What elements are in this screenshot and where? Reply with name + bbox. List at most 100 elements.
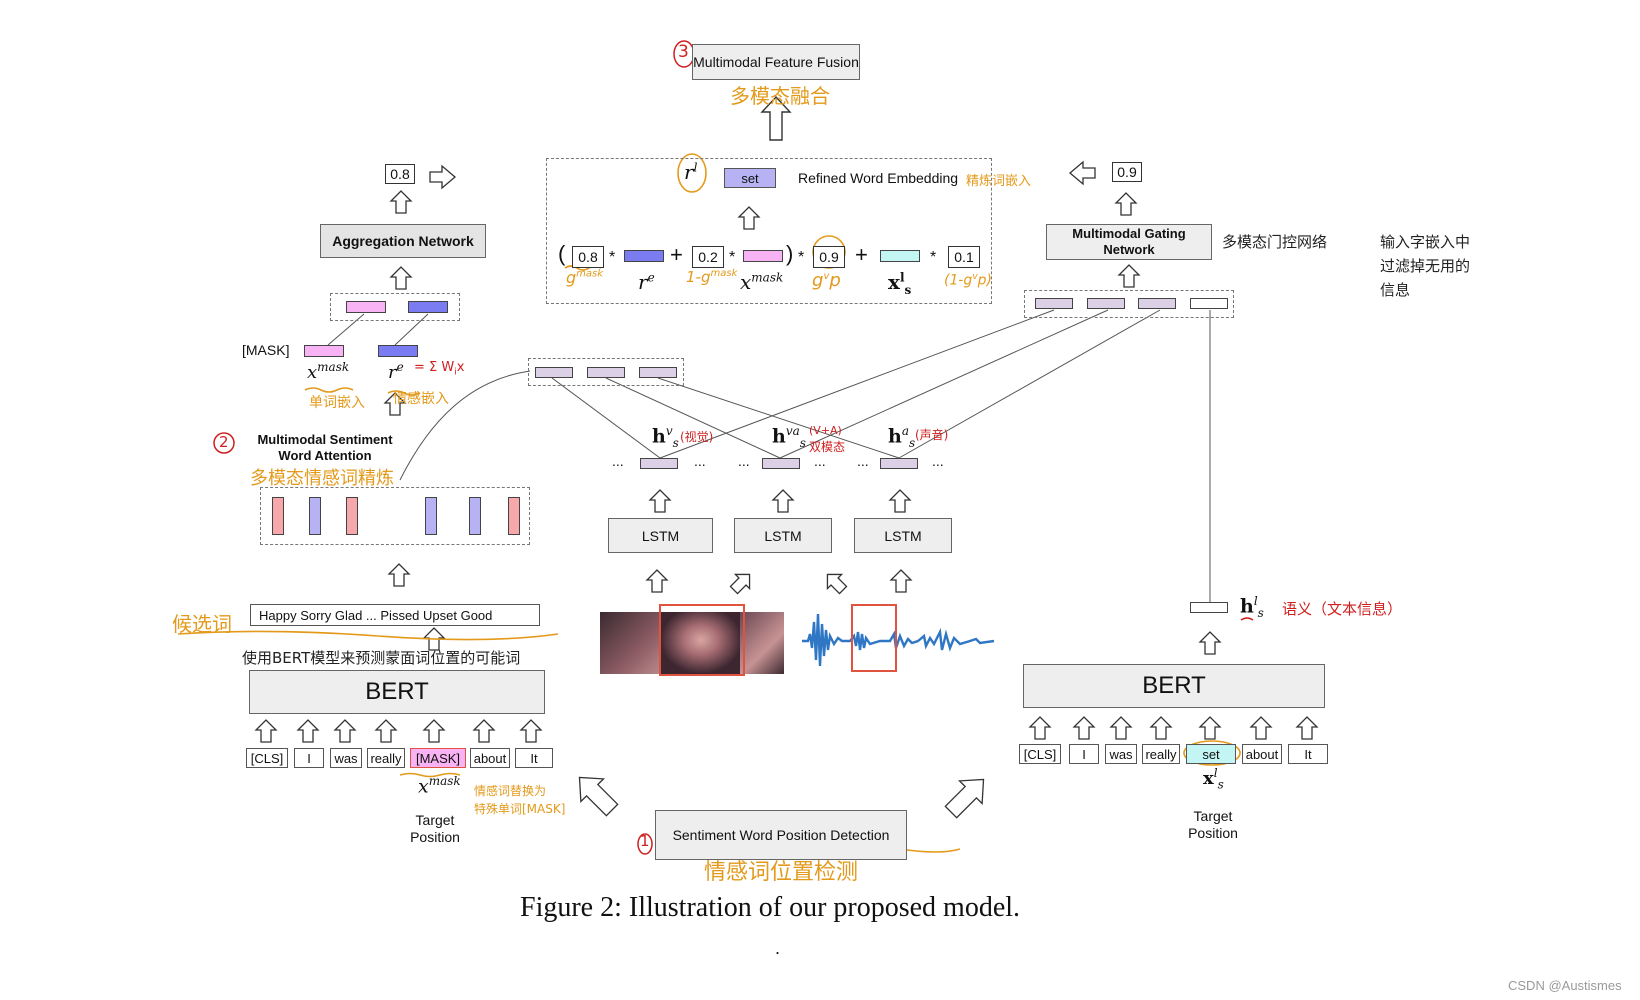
audio-target-highlight	[851, 604, 897, 672]
refined-annotation: 精炼词嵌入	[966, 174, 1032, 189]
g-mask-symbol: gmask	[566, 268, 604, 287]
mask-embedding-bar	[304, 345, 344, 357]
h-text-symbol: hls	[1240, 594, 1264, 621]
multimodal-feature-fusion-box: Multimodal Feature Fusion	[692, 44, 860, 80]
mask-note-line-1: 情感词替换为	[474, 784, 547, 798]
mask-replacement-annotation: 情感词替换为 特殊单词[MASK]	[474, 782, 565, 818]
h-acoustic-symbol: has	[888, 424, 916, 451]
lstm-visual-box: LSTM	[608, 518, 713, 553]
left-token-mask: [MASK]	[410, 748, 466, 768]
h-visual-symbol: hvs	[652, 424, 679, 451]
op-plus-1: +	[670, 242, 683, 267]
ellipsis-1: ...	[612, 453, 624, 469]
lstm-label-3: LSTM	[884, 527, 922, 544]
sentiment-word-position-detection-box: Sentiment Word Position Detection	[655, 810, 907, 860]
agg-right-arrow	[429, 164, 457, 190]
gating-left-arrow	[1068, 160, 1096, 186]
left-bert-label: BERT	[365, 678, 429, 705]
detection-step-number: 1	[640, 832, 650, 850]
op-plus-2: +	[855, 242, 868, 267]
visual-hidden-chip	[640, 458, 678, 469]
left-token-it: It	[515, 748, 553, 768]
x-mask-bottom-symbol: xmask	[418, 774, 461, 798]
audio-waveform	[802, 613, 995, 667]
attention-bar-3	[346, 497, 358, 535]
attention-bar-5	[469, 497, 481, 535]
attention-frame	[260, 487, 530, 545]
video-frame-3	[740, 612, 784, 674]
lstm-acoustic-box: LSTM	[854, 518, 952, 553]
attention-bar-4	[425, 497, 437, 535]
left-bert-box: BERT	[249, 670, 545, 714]
left-target-position-label: Target Position	[410, 812, 460, 845]
fusion-up-arrow	[760, 95, 792, 141]
one-minus-g-mask-annotation: 1-gmask	[686, 268, 738, 286]
mask-label: [MASK]	[242, 342, 290, 358]
paren-open: (	[558, 241, 566, 266]
gating-output-value: 0.9	[1112, 162, 1142, 182]
video-frames-strip	[600, 612, 784, 674]
attention-bar-2	[309, 497, 321, 535]
mask-note-line-2: 特殊单词[MASK]	[474, 802, 566, 816]
right-token-really: really	[1142, 744, 1180, 764]
op-star-3: *	[798, 249, 805, 266]
x-mask-left-symbol: xmask	[307, 360, 350, 383]
g-p-value: 0.9	[813, 246, 845, 268]
lstm-va-box: LSTM	[734, 518, 832, 553]
video-target-highlight	[659, 604, 745, 676]
paren-close: )	[786, 241, 794, 266]
aggregation-output-value: 0.8	[385, 164, 415, 184]
right-token-was: was	[1105, 744, 1137, 764]
va-hidden-chip	[762, 458, 800, 469]
attention-bar-1	[272, 497, 284, 535]
g-mask-inverse-value: 0.2	[692, 246, 724, 268]
left-token-was: was	[330, 748, 362, 768]
side-note-line-2: 过滤掉无用的	[1380, 257, 1471, 275]
sentiment-embedding-annotation: 情感嵌入	[393, 391, 449, 407]
aggregation-network-label: Aggregation Network	[332, 233, 474, 249]
g-mask-value: 0.8	[572, 246, 604, 268]
left-token-really: really	[367, 748, 405, 768]
figure-caption: Figure 2: Illustration of our proposed m…	[520, 892, 1021, 923]
right-target-position-label: Target Position	[1188, 808, 1238, 841]
right-token-it: It	[1288, 744, 1328, 764]
ellipsis-4: ...	[814, 453, 826, 469]
op-star-1: *	[609, 249, 616, 266]
right-token-cls: [CLS]	[1019, 744, 1061, 764]
gating-chip-3	[1138, 298, 1176, 309]
x-mask-symbol: xmask	[740, 270, 784, 294]
set-embedding-token: set	[724, 168, 776, 188]
ellipsis-2: ...	[694, 453, 706, 469]
bert-prediction-annotation: 使用BERT模型来预测蒙面词位置的可能词	[242, 649, 521, 667]
r-l-symbol: rl	[684, 160, 698, 184]
gating-side-annotation: 输入字嵌入中 过滤掉无用的 信息	[1380, 230, 1470, 302]
ellipsis-6: ...	[932, 453, 944, 469]
one-minus-g-p-annotation: (1-gvp)	[944, 272, 992, 289]
refined-embedding-frame	[546, 158, 992, 304]
sentiment-embedding-bar	[378, 345, 418, 357]
gating-network-label: Multimodal Gating Network	[1072, 226, 1186, 257]
g-p-annotation: gvp	[812, 270, 841, 291]
aggregation-network-box: Aggregation Network	[320, 224, 486, 258]
acoustic-hidden-chip	[880, 458, 918, 469]
g-p-inverse-value: 0.1	[948, 246, 980, 268]
gating-chip-1	[1035, 298, 1073, 309]
watermark: CSDN @Austismes	[1508, 978, 1622, 993]
op-star-4: *	[930, 249, 937, 266]
fusion-label: Multimodal Feature Fusion	[693, 53, 859, 70]
ellipsis-3: ...	[738, 453, 750, 469]
h-va-annotation-2: 双模态	[809, 440, 846, 454]
attention-bar-6	[508, 497, 520, 535]
attention-step-number: 2	[219, 433, 229, 451]
gating-chip-text	[1190, 298, 1228, 309]
refined-word-embedding-label: Refined Word Embedding	[798, 170, 959, 186]
right-bert-label: BERT	[1142, 672, 1206, 699]
right-token-about: about	[1242, 744, 1282, 764]
fusion-step-number: 3	[678, 42, 689, 62]
left-token-i: I	[294, 748, 324, 768]
text-hidden-chip	[1190, 602, 1228, 613]
left-token-cls: [CLS]	[246, 748, 288, 768]
aggregated-sentiment-bar	[408, 301, 448, 313]
gating-network-annotation: 多模态门控网络	[1222, 233, 1328, 251]
